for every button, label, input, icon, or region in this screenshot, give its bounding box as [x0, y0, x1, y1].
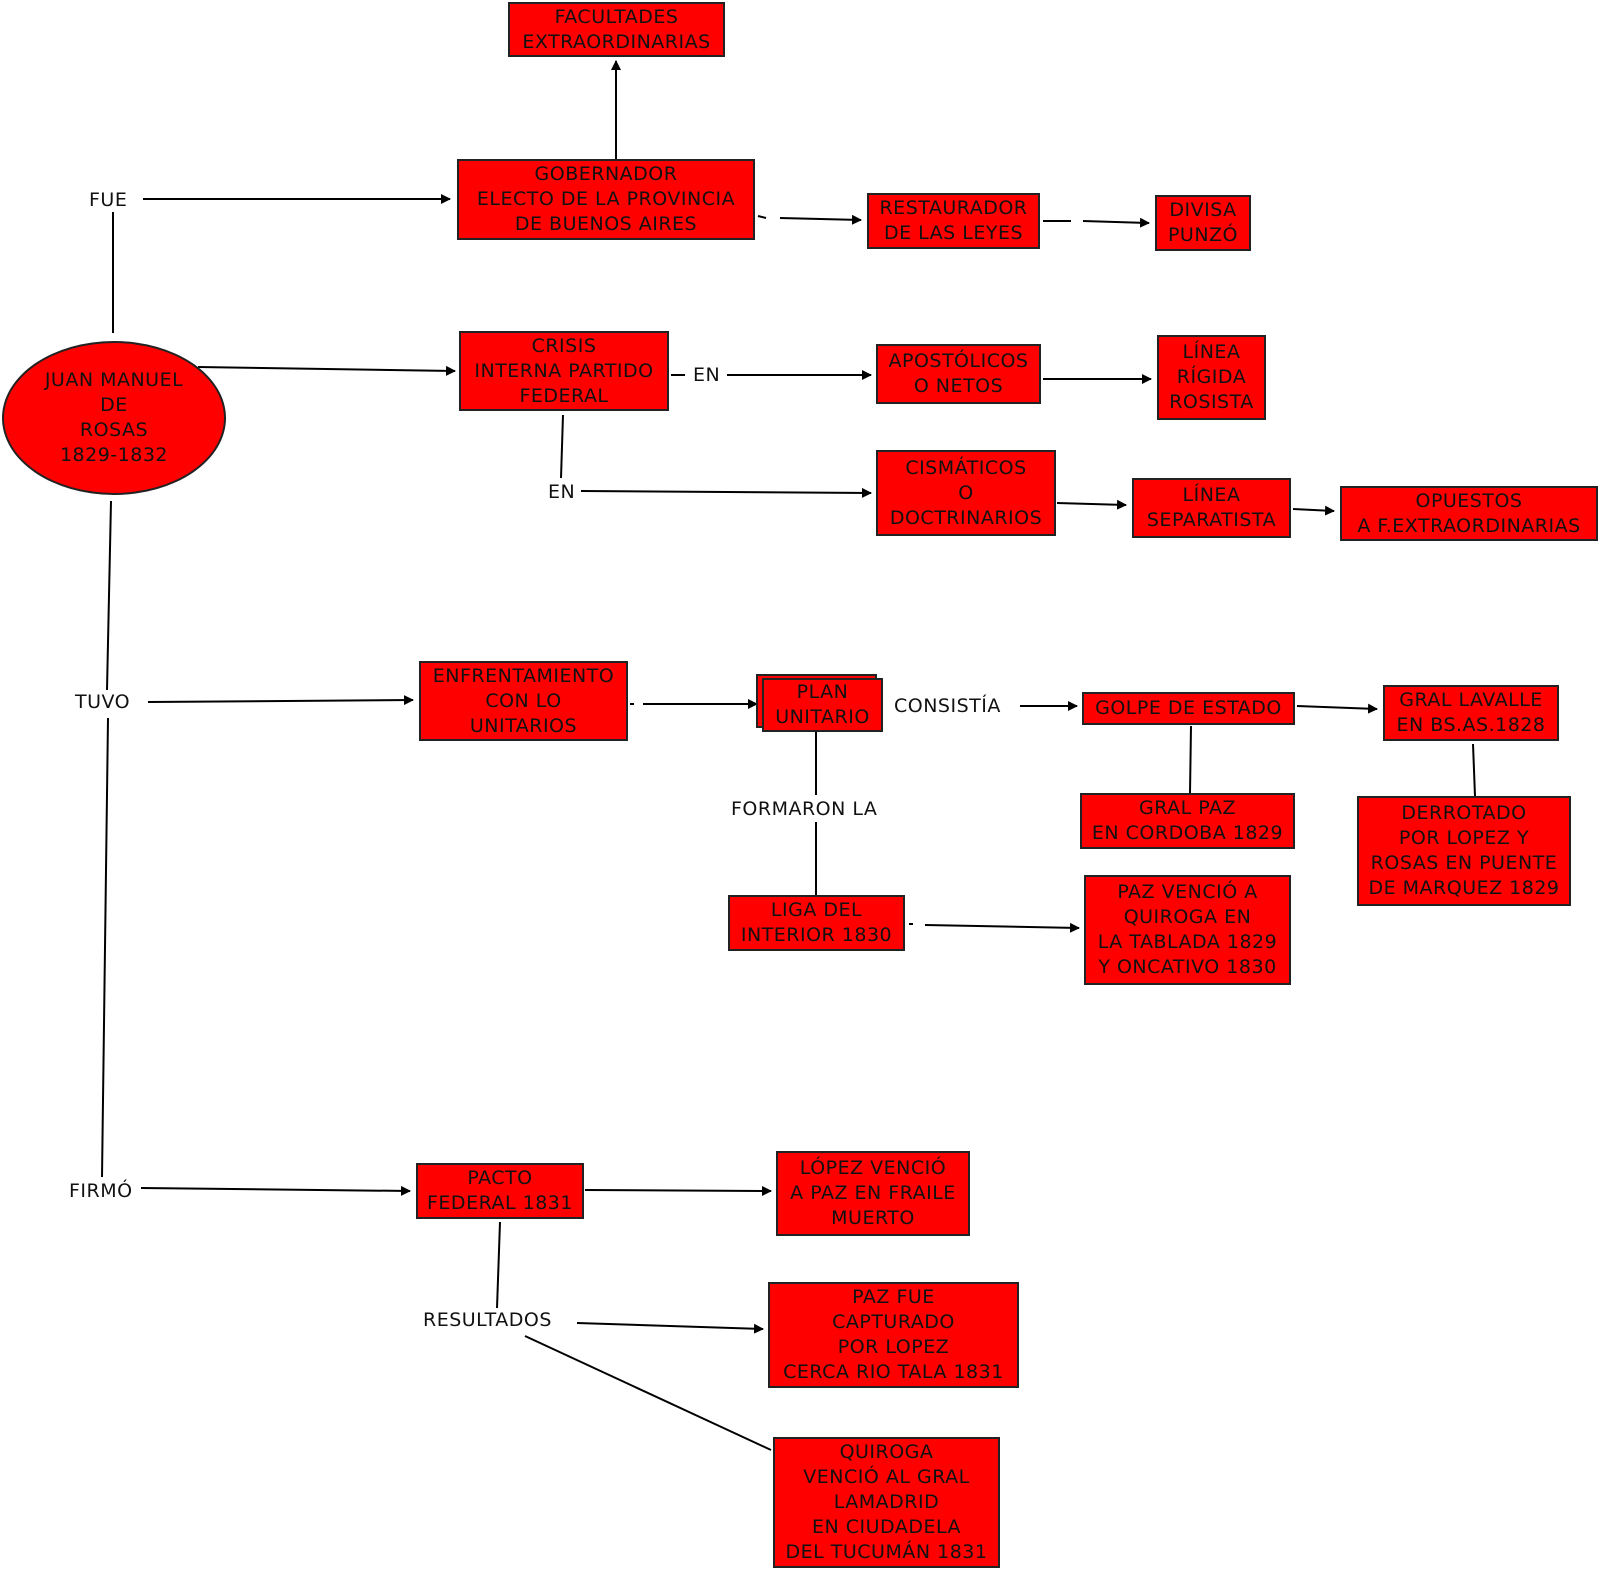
arrow-firmo-pacto: [140, 1185, 411, 1196]
node-enfrentamiento: ENFRENTAMIENTO CON LO UNITARIOS: [419, 661, 628, 741]
line-crisis-en2: [560, 414, 564, 479]
node-plan-unitario: PLAN UNITARIO: [762, 678, 883, 732]
arrow-resultados-paz-capturado: [576, 1322, 764, 1334]
node-facultades-extraordinarias: FACULTADES EXTRAORDINARIAS: [508, 2, 725, 57]
line-golpe-gral-paz: [1189, 725, 1192, 794]
label-firmo: FIRMÓ: [66, 1179, 136, 1203]
arrow-tuvo-enfrentamiento: [147, 695, 414, 706]
arrow-pacto-lopez: [584, 1185, 772, 1196]
arrow-restaurador-divisa: [1082, 217, 1150, 228]
node-cismaticos: CISMÁTICOS O DOCTRINARIOS: [876, 450, 1056, 536]
label-consistia: CONSISTÍA: [891, 694, 1004, 718]
node-opuestos: OPUESTOS A F.EXTRAORDINARIAS: [1340, 486, 1598, 541]
node-gobernador: GOBERNADOR ELECTO DE LA PROVINCIA DE BUE…: [457, 159, 755, 240]
node-liga-del-interior: LIGA DEL INTERIOR 1830: [728, 895, 905, 951]
node-crisis-partido-federal: CRISIS INTERNA PARTIDO FEDERAL: [459, 331, 669, 411]
label-formaron-la: FORMARON LA: [728, 797, 881, 821]
node-divisa-punzo: DIVISA PUNZÓ: [1155, 195, 1251, 251]
label-en-apostolicos: EN: [690, 363, 724, 387]
node-restaurador-de-las-leyes: RESTAURADOR DE LAS LEYES: [867, 193, 1040, 249]
line-resultados-quiroga: [524, 1335, 772, 1451]
label-resultados: RESULTADOS: [420, 1308, 555, 1332]
line-rosas-tuvo: [106, 500, 112, 691]
node-lopez-vencio-paz: LÓPEZ VENCIÓ A PAZ EN FRAILE MUERTO: [776, 1151, 970, 1236]
arrow-en-cismaticos: [580, 487, 872, 498]
label-fue: FUE: [86, 188, 131, 212]
arrow-separatista-opuestos: [1292, 505, 1335, 516]
node-paz-vencio-quiroga: PAZ VENCIÓ A QUIROGA EN LA TABLADA 1829 …: [1084, 875, 1291, 985]
node-apostolicos: APOSTÓLICOS O NETOS: [876, 344, 1041, 404]
line-gobernador-restaurador-a: [757, 215, 767, 219]
arrow-liga-paz-vencio: [924, 922, 1080, 933]
line-tuvo-firmo: [101, 717, 109, 1178]
node-gral-paz: GRAL PAZ EN CORDOBA 1829: [1080, 793, 1295, 849]
arrow-rosas-crisis: [197, 365, 456, 376]
node-linea-rigida-rosista: LÍNEA RÍGIDA ROSISTA: [1157, 335, 1266, 420]
node-pacto-federal: PACTO FEDERAL 1831: [416, 1163, 584, 1219]
node-gral-lavalle: GRAL LAVALLE EN BS.AS.1828: [1383, 685, 1559, 741]
line-pacto-resultados: [496, 1221, 501, 1309]
node-golpe-de-estado: GOLPE DE ESTADO: [1082, 692, 1295, 725]
arrow-gobernador-restaurador: [779, 214, 862, 225]
node-linea-separatista: LÍNEA SEPARATISTA: [1132, 478, 1291, 538]
node-paz-capturado: PAZ FUE CAPTURADO POR LOPEZ CERCA RIO TA…: [768, 1282, 1019, 1388]
node-quiroga-vencio: QUIROGA VENCIÓ AL GRAL LAMADRID EN CIUDA…: [773, 1437, 1000, 1568]
arrow-cismaticos-separatista: [1056, 499, 1127, 510]
label-en-cismaticos: EN: [545, 480, 579, 504]
arrow-golpe-lavalle: [1296, 703, 1378, 714]
central-node-rosas: JUAN MANUEL DE ROSAS 1829-1832: [2, 341, 226, 495]
node-derrotado: DERROTADO POR LOPEZ Y ROSAS EN PUENTE DE…: [1357, 796, 1571, 906]
label-tuvo: TUVO: [72, 690, 134, 714]
line-lavalle-derrotado: [1472, 743, 1476, 797]
